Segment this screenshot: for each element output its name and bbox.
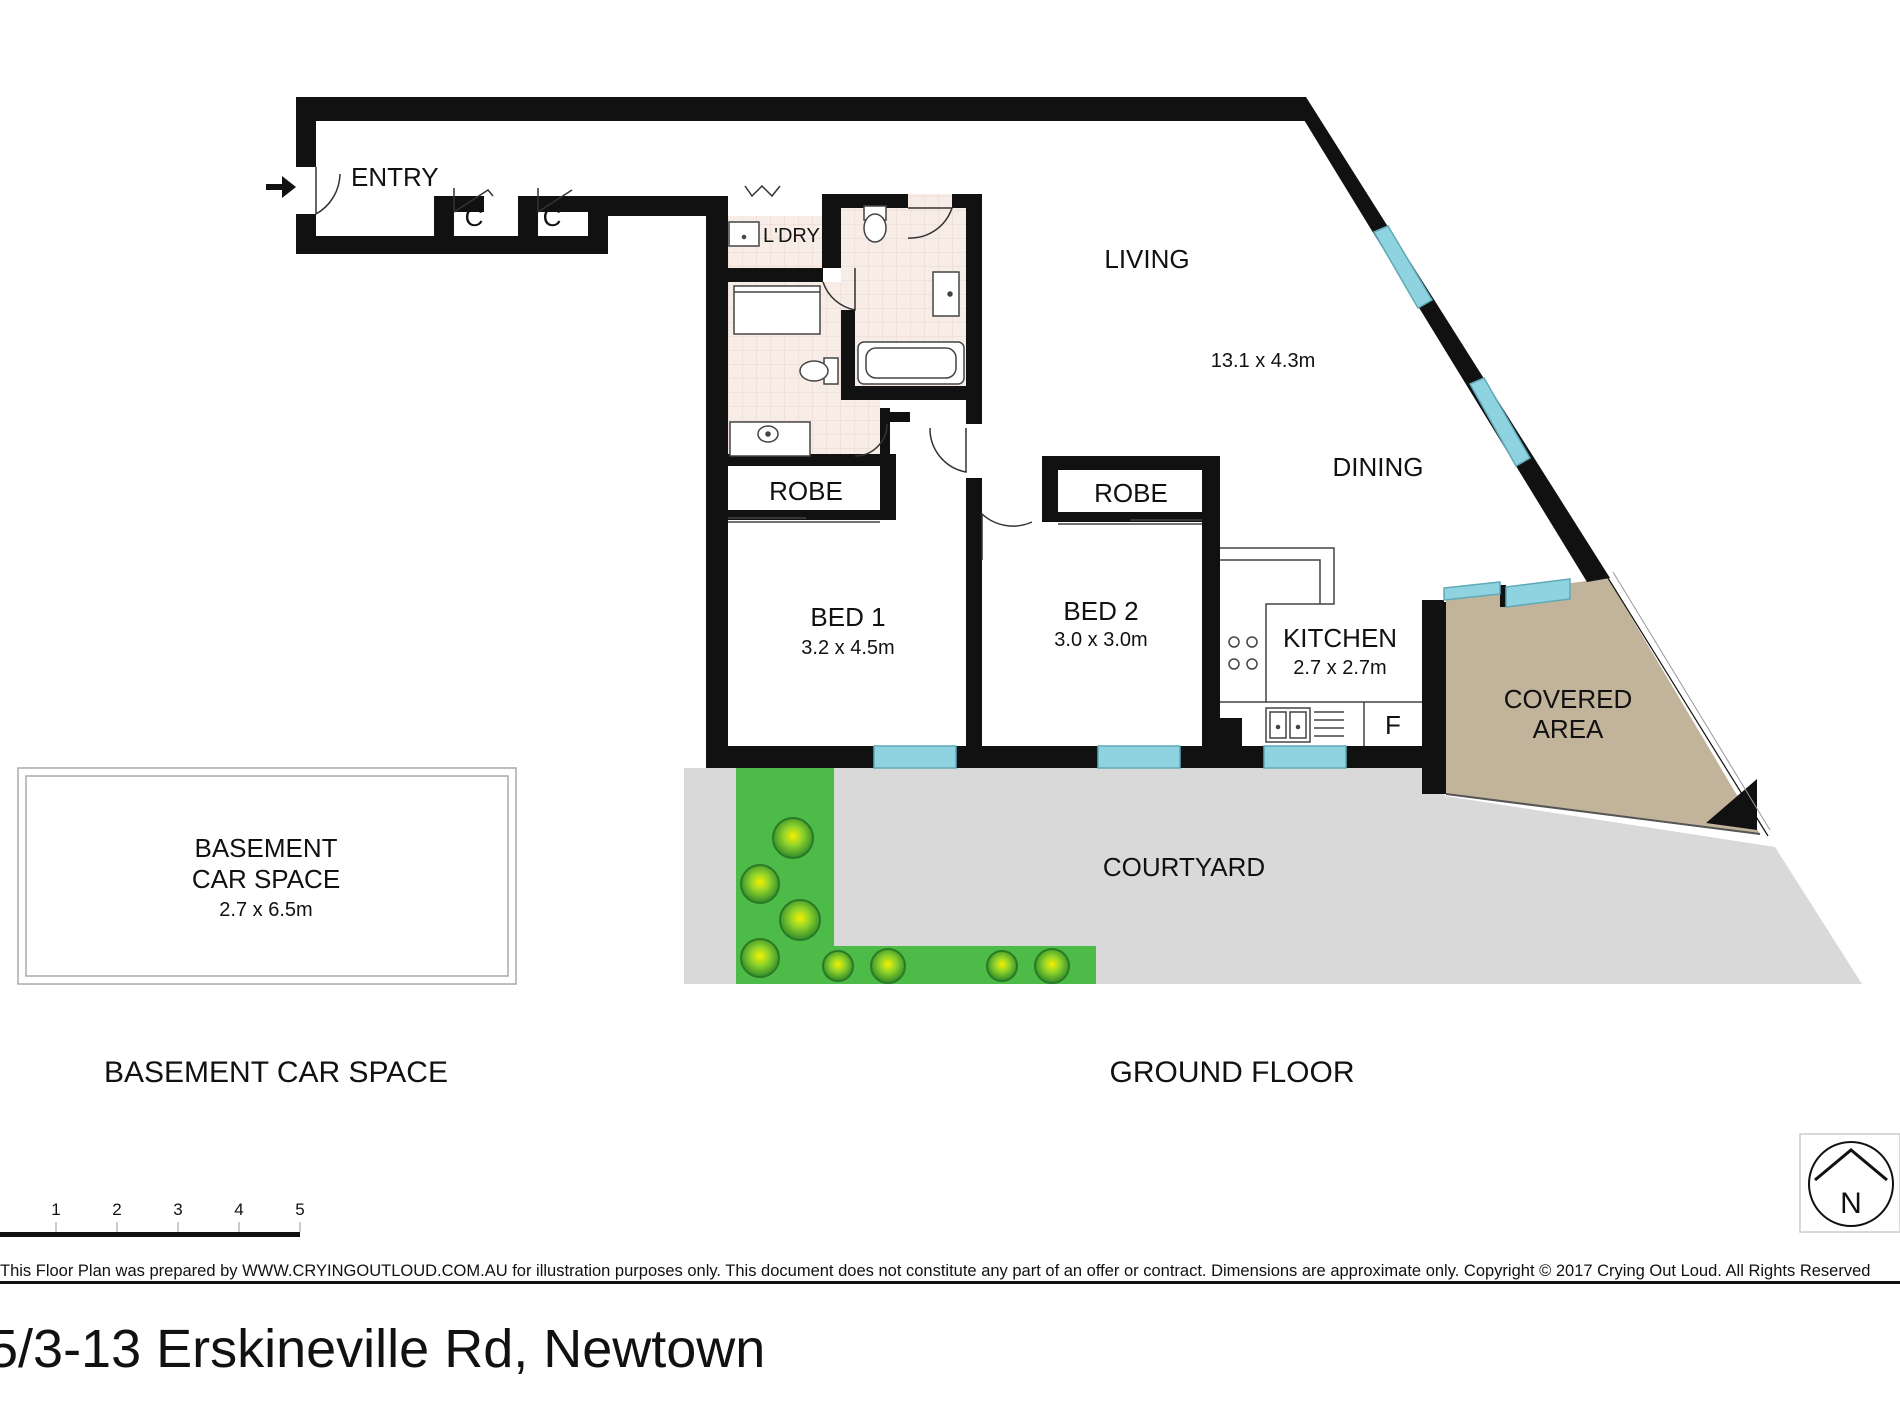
compass-label: N bbox=[1840, 1187, 1862, 1220]
scale-tick-3: 3 bbox=[173, 1200, 182, 1219]
fixtures bbox=[728, 205, 1422, 746]
covered-area bbox=[1446, 578, 1760, 834]
label-robe-1: ROBE bbox=[769, 476, 843, 506]
label-cupboard-2: C bbox=[543, 202, 562, 232]
disclaimer-text: This Floor Plan was prepared by WWW.CRYI… bbox=[0, 1262, 1871, 1280]
caption-basement: BASEMENT CAR SPACE bbox=[104, 1056, 448, 1089]
label-car-space-2: CAR SPACE bbox=[192, 864, 340, 894]
label-living: LIVING bbox=[1104, 244, 1189, 274]
label-fridge: F bbox=[1385, 710, 1401, 740]
scale-tick-4: 4 bbox=[234, 1200, 243, 1219]
scale-bar: 1 2 3 4 5 bbox=[0, 1200, 305, 1237]
scale-tick-2: 2 bbox=[112, 1200, 121, 1219]
entry-arrow-icon bbox=[266, 176, 296, 198]
label-living-dims: 13.1 x 4.3m bbox=[1211, 350, 1316, 372]
label-car-space-dims: 2.7 x 6.5m bbox=[219, 899, 312, 921]
label-courtyard: COURTYARD bbox=[1103, 852, 1265, 882]
property-address: 5/3-13 Erskineville Rd, Newtown bbox=[0, 1319, 766, 1379]
basement-car-space bbox=[17, 767, 517, 985]
courtyard-area bbox=[684, 768, 1862, 984]
label-bed-1: BED 1 bbox=[810, 602, 885, 632]
north-arrow-icon bbox=[1814, 1148, 1888, 1182]
scale-tick-5: 5 bbox=[295, 1200, 304, 1219]
compass: N bbox=[1799, 1133, 1900, 1233]
label-cupboard-1: C bbox=[465, 202, 484, 232]
walls bbox=[296, 97, 1610, 794]
label-kitchen: KITCHEN bbox=[1283, 623, 1397, 653]
label-bed-1-dims: 3.2 x 4.5m bbox=[801, 637, 894, 659]
label-covered-area-2: AREA bbox=[1533, 714, 1604, 744]
label-dining: DINING bbox=[1333, 452, 1424, 482]
garden-bed bbox=[736, 768, 1096, 984]
label-bed-2-dims: 3.0 x 3.0m bbox=[1054, 629, 1147, 651]
windows bbox=[873, 225, 1571, 769]
disclaimer-rule bbox=[0, 1281, 1900, 1284]
label-kitchen-dims: 2.7 x 2.7m bbox=[1293, 657, 1386, 679]
covered-area-arrow bbox=[1706, 779, 1757, 830]
label-covered-area-1: COVERED bbox=[1504, 684, 1633, 714]
scale-tick-1: 1 bbox=[51, 1200, 60, 1219]
label-laundry: L'DRY bbox=[763, 225, 820, 247]
doors bbox=[315, 167, 1033, 560]
label-car-space-1: BASEMENT bbox=[194, 833, 337, 863]
caption-ground-floor: GROUND FLOOR bbox=[1109, 1056, 1354, 1089]
label-bed-2: BED 2 bbox=[1063, 596, 1138, 626]
label-robe-2: ROBE bbox=[1094, 478, 1168, 508]
shrubs bbox=[740, 817, 1070, 984]
label-entry: ENTRY bbox=[351, 162, 439, 192]
